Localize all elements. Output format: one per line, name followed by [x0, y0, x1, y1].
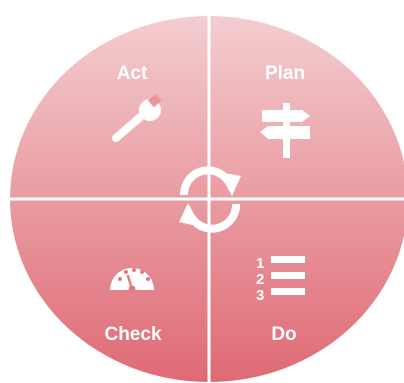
list-number-1: 1 [256, 255, 264, 272]
list-number-3: 3 [256, 287, 264, 304]
do-label: Do [271, 324, 297, 345]
check-label: Check [104, 324, 162, 345]
cycle-arrows-icon [179, 166, 241, 233]
plan-label: Plan [264, 63, 306, 84]
act-label: Act [116, 63, 148, 84]
signpost-icon [260, 103, 310, 158]
list-line-1 [271, 256, 305, 263]
list-line-2 [271, 272, 305, 279]
list-line-3 [271, 288, 305, 295]
numbered-list-icon: 1 2 3 [256, 255, 305, 304]
gauge-icon [110, 268, 154, 293]
list-number-2: 2 [256, 271, 264, 288]
wrench-icon [112, 93, 162, 142]
